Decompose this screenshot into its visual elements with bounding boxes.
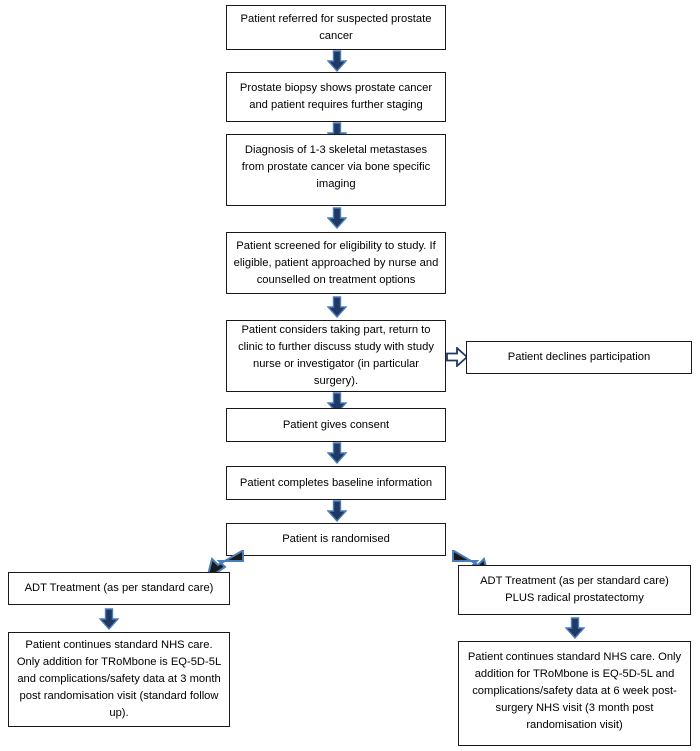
node-label: Patient completes baseline information xyxy=(239,476,433,489)
node-considers: Patient considers taking part, return to… xyxy=(226,320,446,392)
arrow-down-screening-to-considers xyxy=(327,296,347,318)
node-arm-right-followup: Patient continues standard NHS care. Onl… xyxy=(458,641,691,746)
node-declines: Patient declines participation xyxy=(466,341,692,374)
node-label: ADT Treatment (as per standard care) PLU… xyxy=(480,575,669,604)
node-consent: Patient gives consent xyxy=(226,408,446,442)
arrow-down-left-treatment-to-followup xyxy=(99,608,119,630)
arrow-down-baseline-to-randomised xyxy=(327,500,347,522)
node-screening: Patient screened for eligibility to stud… xyxy=(226,232,446,294)
node-label: Patient referred for suspected prostate … xyxy=(240,12,432,42)
node-label: Diagnosis of 1-3 skeletal metastases fro… xyxy=(241,144,431,190)
node-label: ADT Treatment (as per standard care) xyxy=(24,582,214,594)
arrow-down-consent-to-baseline xyxy=(327,442,347,464)
node-arm-left-followup: Patient continues standard NHS care. Onl… xyxy=(8,632,230,727)
node-label: Patient considers taking part, return to… xyxy=(238,324,434,387)
arrow-down-diagnosis-to-screening xyxy=(327,207,347,229)
node-diagnosis: Diagnosis of 1-3 skeletal metastases fro… xyxy=(226,134,446,206)
node-label: Patient screened for eligibility to stud… xyxy=(233,239,439,286)
node-arm-left-treatment: ADT Treatment (as per standard care) xyxy=(8,572,230,605)
node-referral: Patient referred for suspected prostate … xyxy=(226,5,446,50)
node-randomised: Patient is randomised xyxy=(226,523,446,556)
node-label: Patient continues standard NHS care. Onl… xyxy=(16,639,222,719)
node-label: Patient declines participation xyxy=(507,351,651,363)
node-baseline: Patient completes baseline information xyxy=(226,466,446,500)
node-label: Patient is randomised xyxy=(282,533,390,545)
node-label: Patient gives consent xyxy=(282,418,390,431)
node-label: Patient continues standard NHS care. Onl… xyxy=(467,651,682,731)
node-biopsy: Prostate biopsy shows prostate cancer an… xyxy=(226,72,446,122)
node-arm-right-treatment: ADT Treatment (as per standard care) PLU… xyxy=(458,565,691,615)
arrow-right-considers-to-declines xyxy=(446,347,468,367)
arrow-down-referral-to-biopsy xyxy=(327,50,347,72)
arrow-down-right-treatment-to-followup xyxy=(565,617,585,639)
node-label: Prostate biopsy shows prostate cancer an… xyxy=(239,82,433,111)
